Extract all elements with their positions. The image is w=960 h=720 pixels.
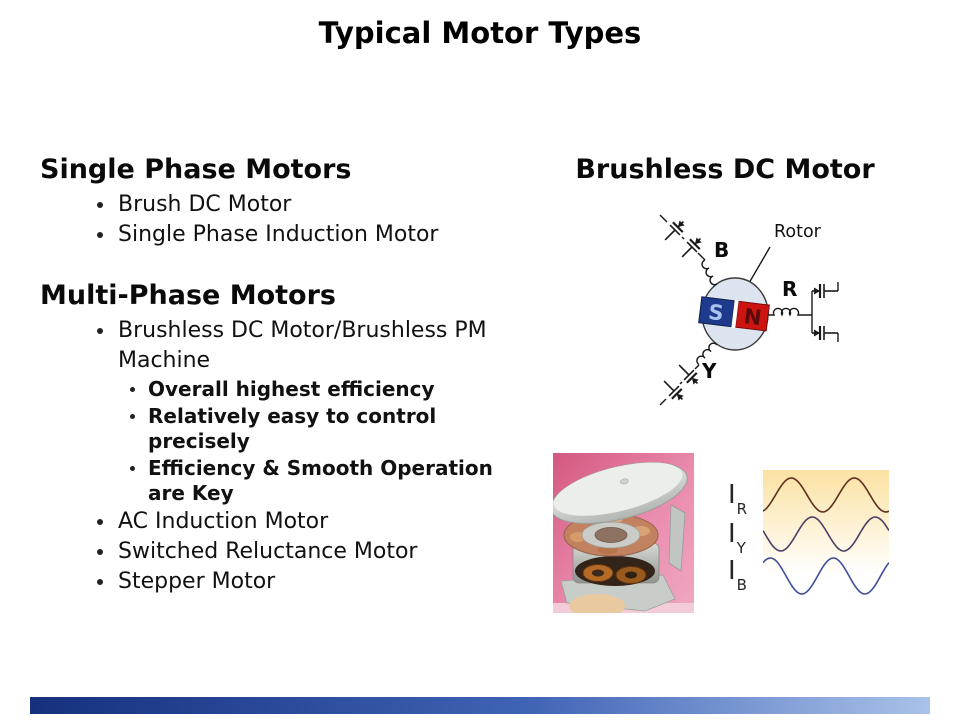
label-base: I: [728, 556, 736, 586]
coil-core: [625, 571, 637, 579]
list-item-label: Brush DC Motor: [118, 192, 292, 217]
sub-list-item: Relatively easy to control precisely: [40, 404, 545, 455]
section-heading-brushless-dc: Brushless DC Motor: [575, 154, 875, 185]
waveform-IY: [763, 516, 889, 552]
list-item-label: Switched Reluctance Motor: [118, 538, 418, 564]
lid-hole: [620, 478, 629, 485]
waveform-panel-background: [763, 470, 889, 601]
label-base: I: [728, 519, 736, 549]
phase-b-label: B: [714, 238, 729, 262]
phase-r-coil: [768, 307, 812, 317]
list-item: Brushless DC Motor/Brushless PM Machine: [40, 316, 545, 376]
page-title: Typical Motor Types: [318, 16, 642, 50]
phase-y-label: Y: [701, 359, 717, 383]
bullet-icon: [130, 465, 135, 471]
mosfet-icon: [810, 282, 840, 300]
list-item-label: Brushless DC Motor/Brushless PM Machine: [118, 318, 487, 373]
section-heading-multi-phase: Multi-Phase Motors: [40, 280, 336, 311]
mosfet-icon: [810, 324, 840, 342]
magnet-south-label: S: [707, 300, 725, 326]
label-base: I: [728, 480, 736, 510]
waveform-label-ib: IB: [728, 556, 747, 593]
footer-accent-bar: [30, 697, 930, 714]
sub-list-item: Efficiency & Smooth Operation are Key: [40, 456, 545, 507]
rotor-magnet: S N: [698, 296, 770, 332]
sub-list-item: Overall highest efficiency: [40, 377, 545, 403]
section-heading-single-phase: Single Phase Motors: [40, 154, 352, 185]
magnet-gap: [731, 299, 739, 329]
list-item: Brush DC Motor: [40, 190, 545, 220]
sub-list-item-label: Efficiency & Smooth Operation are Key: [148, 455, 493, 506]
magnet-south-block: [698, 296, 736, 328]
magnet-north-label: N: [743, 304, 763, 330]
rotor-label: Rotor: [774, 222, 822, 242]
bullet-icon: [97, 578, 103, 585]
list-item: AC Induction Motor: [40, 507, 545, 537]
single-phase-list: Brush DC Motor Single Phase Induction Mo…: [40, 190, 545, 250]
list-item: Single Phase Induction Motor: [40, 220, 545, 250]
bullet-icon: [97, 232, 103, 238]
label-sub: Y: [736, 539, 746, 558]
list-item: Switched Reluctance Motor: [40, 537, 545, 567]
brushless-dc-circuit-diagram: Rotor S N B R Y: [658, 214, 840, 406]
label-sub: B: [736, 576, 747, 595]
bullet-icon: [130, 413, 135, 419]
coil-core: [592, 569, 604, 577]
wire: [679, 381, 683, 385]
bullet-icon: [97, 202, 103, 208]
phase-r-label: R: [782, 277, 797, 301]
bullet-icon: [97, 548, 103, 555]
lid-top: [553, 462, 683, 516]
sub-list-item-label: Overall highest efficiency: [148, 377, 435, 401]
sub-list-item-label: Relatively easy to control precisely: [148, 403, 437, 454]
list-item-label: Stepper Motor: [118, 568, 276, 594]
finger: [569, 594, 625, 613]
multi-phase-list: Brushless DC Motor/Brushless PM Machine …: [40, 316, 545, 597]
list-item-label: Single Phase Induction Motor: [118, 222, 439, 247]
mosfet-icon: [676, 232, 707, 263]
mosfet-icon: [658, 375, 689, 406]
label-sub: R: [736, 500, 748, 519]
left-column: Single Phase Motors Brush DC Motor Singl…: [40, 154, 545, 597]
waveform-IR: [763, 477, 889, 513]
wire: [659, 398, 667, 406]
bullet-icon: [97, 518, 103, 525]
waveform-chart: [763, 470, 889, 601]
list-item: Stepper Motor: [40, 567, 545, 597]
motor-lid: [553, 462, 688, 524]
mosfet-icon: [659, 215, 690, 246]
wire: [681, 236, 685, 240]
motor-photo: [553, 453, 694, 613]
rotor-hub: [594, 527, 628, 543]
list-item-label: AC Induction Motor: [118, 508, 329, 534]
wire: [659, 214, 668, 223]
waveform-label-ir: IR: [728, 480, 747, 517]
phase-y-coil: [696, 342, 718, 366]
magnet-north-block: [734, 300, 770, 332]
waveform-IB: [763, 557, 889, 595]
wire: [697, 252, 706, 261]
bullet-icon: [97, 328, 103, 334]
wire: [694, 364, 700, 370]
bullet-icon: [130, 387, 135, 392]
phase-b-coil: [701, 259, 718, 286]
lid-bracket: [668, 504, 686, 572]
waveform-label-iy: IY: [728, 519, 746, 556]
